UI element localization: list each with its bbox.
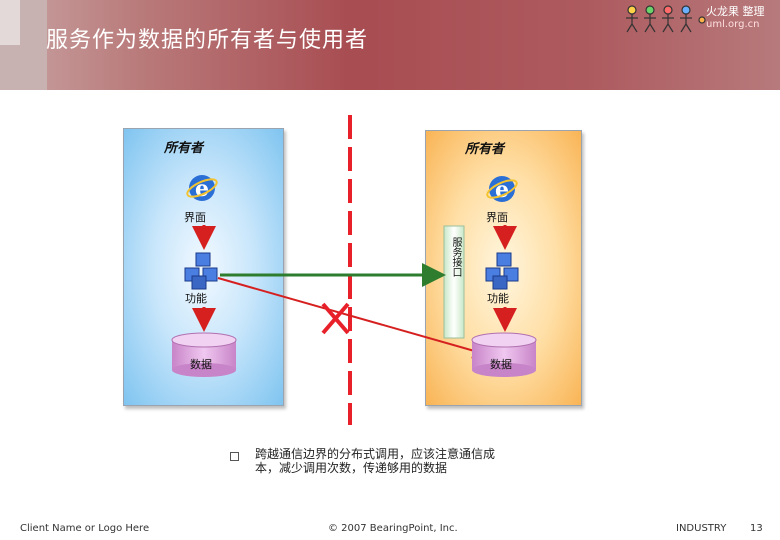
logo-url: uml.org.cn	[706, 19, 760, 30]
footer-client: Client Name or Logo Here	[20, 523, 150, 534]
bullet-note: 跨越通信边界的分布式调用，应该注意通信成本，减少调用次数，传递够用的数据	[255, 447, 496, 475]
left-function-label: 功能	[185, 292, 207, 305]
left-owner-label: 所有者	[164, 141, 204, 156]
ie-icon: e	[486, 176, 518, 203]
right-function-label: 功能	[487, 292, 509, 305]
cross-icon	[321, 302, 350, 335]
left-interface-label: 界面	[184, 211, 206, 224]
footer-page-number: 13	[750, 523, 763, 534]
ie-icon: e	[186, 175, 218, 202]
service-interface-label: 服务接口	[450, 237, 461, 277]
right-data-label: 数据	[490, 358, 512, 371]
footer-industry: INDUSTRY	[676, 523, 727, 534]
slide-title: 服务作为数据的所有者与使用者	[46, 28, 369, 53]
cubes-icon	[184, 252, 218, 290]
left-data-label: 数据	[190, 358, 212, 371]
header-accent-block-light	[0, 0, 20, 45]
people-icon	[626, 5, 706, 33]
right-interface-label: 界面	[486, 211, 508, 224]
footer-copyright: © 2007 BearingPoint, Inc.	[328, 523, 458, 534]
database-icon	[171, 332, 237, 377]
database-icon	[471, 332, 537, 377]
bullet-marker	[230, 452, 239, 461]
logo-text: 火龙果 整理	[706, 5, 765, 18]
right-owner-label: 所有者	[465, 142, 505, 157]
cubes-icon	[485, 252, 519, 290]
direct-data-access-arrow	[217, 277, 489, 359]
